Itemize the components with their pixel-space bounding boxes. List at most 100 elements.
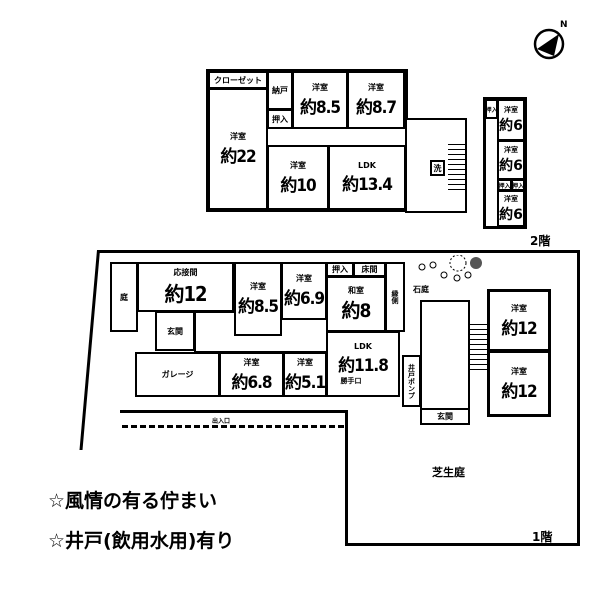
room-western-8-5: 洋室約8.5 (292, 71, 348, 129)
room-label: 洗 (433, 163, 442, 173)
room-label: 押入 (485, 106, 498, 114)
room-reception-12: 応接間約12 (137, 262, 234, 312)
room-western-6b: 洋室約6 (497, 140, 525, 180)
room-label: 押入 (498, 182, 511, 190)
room-size: 約6.9 (283, 289, 325, 309)
room-western-12b: 洋室約12 (487, 350, 551, 417)
room-label: 洋室 (290, 160, 306, 170)
room-label: 勝手口 (340, 377, 362, 385)
room-western-22: 洋室約22 (208, 88, 268, 210)
room-garage: ガレージ (135, 352, 220, 397)
entrance-path-label: 出入口 (212, 418, 231, 425)
room-label: 洋室 (511, 366, 527, 376)
room-engawa: 縁側 (385, 262, 405, 332)
room-label: 応接間 (173, 268, 198, 277)
floor1-right-wall (577, 250, 580, 546)
room-label: 庭 (120, 292, 128, 302)
room-size: 約22 (220, 147, 256, 167)
floor1-label: 1階 (532, 530, 553, 544)
room-size: 約12 (501, 381, 537, 402)
room-label: 玄関 (167, 326, 183, 336)
room-western-12a: 洋室約12 (487, 289, 551, 352)
room-size: 約6 (499, 158, 523, 174)
room-label: 押入 (272, 114, 288, 124)
room-size: 約8.5 (237, 297, 279, 317)
room-well-pump: 井戸ポンプ (402, 355, 421, 407)
lawn-garden-label: 芝生庭 (432, 466, 465, 479)
room-label: 洋室 (230, 132, 246, 141)
room-label: 洋室 (511, 303, 527, 313)
room-entrance-east: 玄関 (420, 408, 470, 425)
room-label: 洋室 (297, 357, 313, 367)
room-japanese-8: 和室約8 (326, 276, 386, 332)
room-oshiire: 押入 (267, 109, 293, 129)
room-label: LDK (354, 342, 372, 351)
room-label: 洋室 (296, 274, 312, 283)
room-size: 約8.7 (355, 98, 397, 118)
room-garden-small: 庭 (110, 262, 138, 332)
room-label: 和室 (348, 286, 364, 295)
room-western-10: 洋室約10 (267, 145, 329, 210)
room-western-8-7: 洋室約8.7 (347, 71, 405, 129)
room-western-8-5-1f: 洋室約8.5 (234, 262, 282, 336)
room-size: 約10 (280, 175, 316, 196)
room-western-6a: 洋室約6 (497, 99, 525, 141)
room-label: 納戸 (272, 86, 288, 95)
room-label: 洋室 (250, 282, 266, 291)
feature-note-atmosphere: ☆風情の有る佇まい (48, 490, 218, 512)
stone-garden-label: 石庭 (413, 285, 429, 294)
stairs-1f (470, 320, 487, 370)
room-label: 洋室 (312, 83, 328, 92)
floor1-outline (97, 250, 580, 253)
room-size: 約8 (341, 300, 372, 322)
room-entrance: 玄関 (155, 311, 195, 351)
room-size: 約12 (164, 282, 207, 306)
floor2-label: 2階 (530, 234, 551, 248)
room-storage: 納戸 (267, 71, 293, 110)
room-label: クローゼット (214, 75, 262, 85)
room-western-5-1: 洋室約5.1 (283, 352, 327, 397)
room-oshiire-1f: 押入 (326, 262, 354, 277)
room-label: 縁側 (391, 290, 399, 304)
room-western-6-8: 洋室約6.8 (219, 352, 284, 397)
floor1-bottom-wall (345, 543, 580, 546)
hall-1f-east (420, 300, 470, 410)
room-label: 押入 (332, 265, 348, 274)
room-western-6c: 洋室約6 (497, 190, 525, 227)
room-label: 押入 (512, 182, 525, 190)
stone-garden-stones (410, 254, 485, 295)
room-size: 約11.8 (338, 356, 389, 376)
compass-north-label: N (560, 20, 568, 30)
room-label: 洋室 (504, 146, 518, 154)
room-closet: クローゼット (208, 71, 268, 89)
floor1-garden-left-wall (345, 412, 348, 546)
room-label: 洋室 (504, 106, 518, 114)
house-south-wall (120, 410, 348, 413)
floor1-left-wall (79, 250, 100, 450)
room-size: 約6.8 (231, 372, 272, 393)
room-label: LDK (358, 160, 376, 170)
room-oshiire-annex: 押入 (485, 99, 498, 119)
room-label: 洋室 (243, 357, 260, 367)
room-label: 洋室 (504, 194, 518, 203)
room-label: 井戸ポンプ (407, 363, 416, 399)
dashed-boundary (122, 425, 344, 428)
room-size: 約6 (499, 118, 523, 134)
room-size: 約12 (501, 318, 537, 339)
feature-note-well: ☆井戸(飲用水用)有り (48, 530, 235, 552)
room-size: 約13.4 (342, 174, 393, 195)
room-ldk-13-4: LDK 約13.4 (328, 145, 406, 210)
room-western-6-9: 洋室約6.9 (281, 262, 327, 320)
room-label: 床間 (361, 265, 378, 274)
room-label: 玄関 (437, 412, 453, 421)
room-size: 約6 (499, 206, 523, 223)
room-label: ガレージ (161, 370, 194, 379)
stairs-2f (448, 140, 465, 190)
room-wash: 洗 (430, 160, 445, 176)
room-size: 約5.1 (284, 372, 326, 393)
room-tokonoma: 床間 (353, 262, 386, 277)
room-label: 洋室 (368, 83, 384, 92)
compass-icon: N (532, 20, 568, 60)
room-size: 約8.5 (299, 98, 341, 118)
